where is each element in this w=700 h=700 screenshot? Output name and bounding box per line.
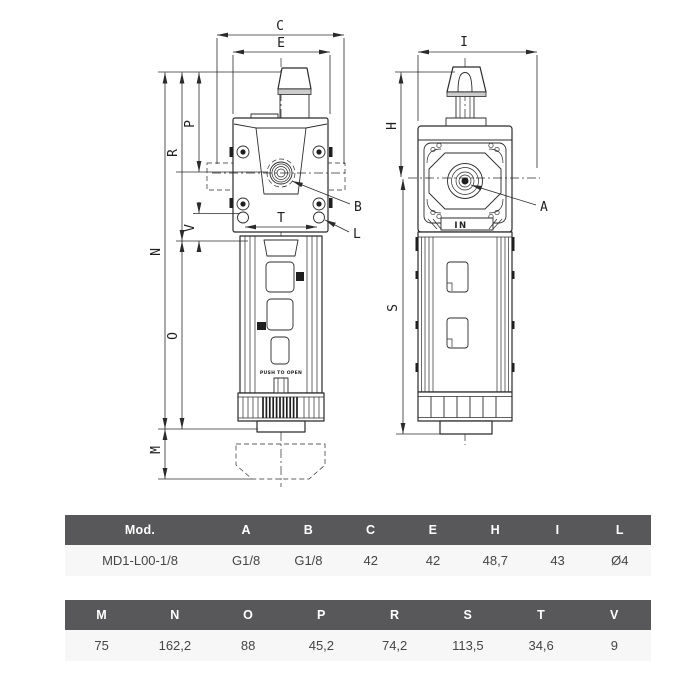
header-cell-t: T bbox=[537, 608, 546, 622]
side-knurled-ring bbox=[417, 391, 513, 422]
spec-table-secondary-header: M N O P R S T V bbox=[65, 600, 651, 630]
spec-table-primary-header: Mod. A B C E H I L bbox=[65, 515, 651, 545]
front-port bbox=[269, 161, 293, 185]
dim-label-i: I bbox=[460, 35, 468, 50]
value-cell-s: 113,5 bbox=[452, 638, 484, 653]
front-foot bbox=[256, 420, 306, 433]
dim-label-h: H bbox=[385, 122, 400, 130]
inlet-label: IN bbox=[454, 221, 467, 231]
side-inlet-port bbox=[447, 163, 483, 199]
dim-label-e: E bbox=[277, 36, 285, 51]
value-cell-p: 45,2 bbox=[308, 638, 335, 653]
value-cell-n: 162,2 bbox=[158, 638, 192, 653]
value-cell-l: Ø4 bbox=[611, 553, 629, 568]
side-knob bbox=[445, 66, 487, 127]
spec-table-secondary: M N O P R S T V 75 162,2 88 45,2 74,2 11… bbox=[65, 600, 651, 661]
value-cell-r: 74,2 bbox=[381, 638, 408, 653]
side-corner-details bbox=[426, 142, 504, 220]
value-cell-a: G1/8 bbox=[232, 553, 261, 568]
header-cell-o: O bbox=[243, 608, 254, 622]
dim-label-p: P bbox=[183, 120, 198, 128]
dim-label-r: R bbox=[166, 149, 181, 157]
side-body bbox=[415, 231, 515, 393]
header-cell-r: R bbox=[389, 608, 400, 622]
header-cell-b: B bbox=[303, 523, 314, 537]
front-drain-tab bbox=[273, 377, 289, 394]
value-cell-b: G1/8 bbox=[294, 553, 323, 568]
header-cell-p: P bbox=[317, 608, 326, 622]
spec-table-secondary-row: 75 162,2 88 45,2 74,2 113,5 34,6 9 bbox=[65, 630, 651, 661]
inlet-plate-hatch bbox=[427, 218, 503, 230]
header-cell-v: V bbox=[610, 608, 619, 622]
header-cell-l: L bbox=[615, 523, 624, 537]
leader-label-b: B bbox=[354, 200, 362, 215]
front-view: PUSH TO OPEN bbox=[149, 19, 362, 487]
value-cell-c: 42 bbox=[363, 553, 378, 568]
push-to-open-label: PUSH TO OPEN bbox=[260, 370, 302, 376]
side-foot bbox=[439, 420, 493, 435]
technical-drawing: PUSH TO OPEN bbox=[149, 19, 548, 487]
side-head: IN bbox=[408, 125, 540, 233]
dim-label-c: C bbox=[276, 19, 284, 34]
side-window-2 bbox=[446, 317, 469, 349]
leader-label-l: L bbox=[353, 227, 361, 242]
dim-label-m: M bbox=[149, 446, 164, 454]
header-cell-n: N bbox=[170, 608, 180, 622]
front-mount-holes bbox=[237, 211, 325, 224]
dim-label-s: S bbox=[386, 304, 401, 312]
header-cell-mod: Mod. bbox=[124, 523, 156, 537]
value-cell-t: 34,6 bbox=[528, 638, 554, 653]
front-screws bbox=[236, 145, 326, 211]
leader-label-a: A bbox=[540, 200, 548, 215]
side-edge-tabs bbox=[415, 237, 515, 372]
spec-table-primary: Mod. A B C E H I L MD1-L00-1/8 G1/8 G1/8… bbox=[65, 515, 651, 576]
front-bowl-removal-dashed bbox=[235, 443, 326, 480]
side-view: IN bbox=[385, 35, 548, 445]
header-cell-i: I bbox=[555, 523, 560, 537]
dim-label-o: O bbox=[166, 332, 181, 340]
dim-label-t: T bbox=[277, 211, 285, 226]
front-max-level-mark bbox=[296, 272, 304, 281]
front-dimensions: C E N M R O P V T B L bbox=[149, 19, 362, 480]
front-window-4 bbox=[270, 336, 290, 365]
header-cell-c: C bbox=[366, 523, 376, 537]
header-cell-a: A bbox=[241, 523, 251, 537]
front-head bbox=[212, 117, 348, 233]
value-cell-h: 48,7 bbox=[482, 553, 508, 568]
header-cell-e: E bbox=[428, 523, 438, 537]
value-cell-v: 9 bbox=[610, 638, 618, 653]
front-min-level-mark bbox=[257, 322, 266, 330]
dim-label-v: V bbox=[183, 224, 198, 232]
side-octagon-boss bbox=[428, 152, 502, 210]
front-window-3 bbox=[266, 298, 294, 331]
value-cell-i: 43 bbox=[550, 553, 565, 568]
side-dimensions: I H S A bbox=[385, 35, 548, 435]
dim-label-n: N bbox=[149, 248, 164, 256]
value-cell-m: 75 bbox=[94, 638, 109, 653]
front-window-1 bbox=[263, 239, 299, 257]
value-cell-o: 88 bbox=[240, 638, 256, 653]
front-knob bbox=[250, 67, 312, 120]
value-cell-e: 42 bbox=[425, 553, 441, 568]
front-body: PUSH TO OPEN bbox=[239, 235, 323, 394]
header-cell-s: S bbox=[463, 608, 473, 622]
front-side-tabs bbox=[229, 147, 333, 208]
side-window-1 bbox=[446, 261, 469, 293]
spec-table-primary-row: MD1-L00-1/8 G1/8 G1/8 42 42 48,7 43 Ø4 bbox=[65, 545, 651, 576]
value-cell-mod: MD1-L00-1/8 bbox=[102, 553, 178, 568]
front-port-pitch-circle bbox=[266, 158, 296, 188]
header-cell-m: M bbox=[96, 608, 107, 622]
front-window-2 bbox=[265, 261, 295, 293]
front-knurled-ring bbox=[237, 392, 325, 422]
header-cell-h: H bbox=[490, 523, 500, 537]
